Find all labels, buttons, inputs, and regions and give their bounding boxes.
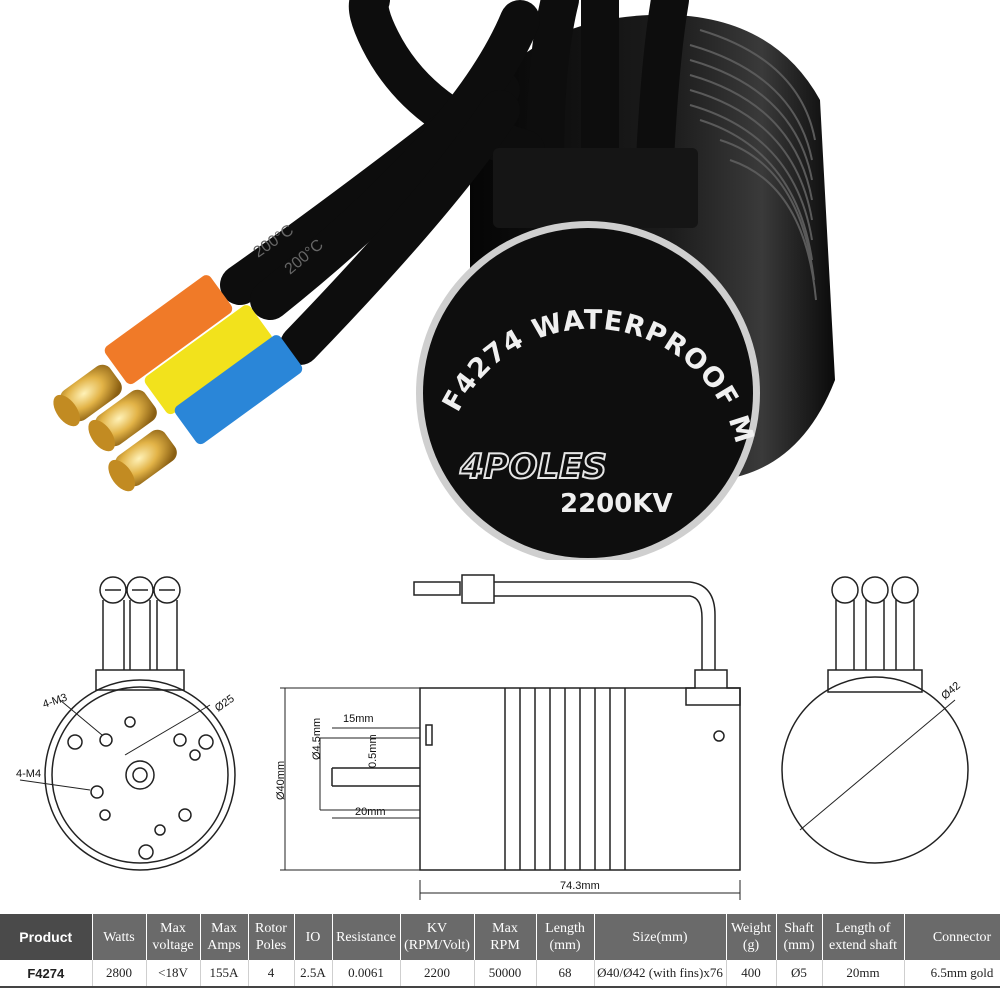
front-view bbox=[19, 576, 236, 871]
header-watts: Watts bbox=[92, 914, 147, 960]
value-product: F4274 bbox=[0, 960, 93, 988]
label-d40: Ø40mm bbox=[275, 761, 287, 800]
motor-photo: 200°C 200°C F4274 WATERPROOF MOTOR 4POLE… bbox=[0, 0, 835, 560]
value-kv: 2200 bbox=[400, 960, 475, 988]
value-extend-shaft: 20mm bbox=[822, 960, 905, 988]
header-max-voltage: Max voltage bbox=[146, 914, 201, 960]
label-15mm: 15mm bbox=[343, 713, 374, 725]
kv-label: 2200KV bbox=[560, 489, 673, 519]
header-io: IO bbox=[294, 914, 333, 960]
header-resistance: Resistance bbox=[332, 914, 401, 960]
value-resistance: 0.0061 bbox=[332, 960, 401, 988]
value-rotor-poles: 4 bbox=[248, 960, 295, 988]
label-d25: Ø25 bbox=[213, 693, 237, 715]
header-max-rpm: Max RPM bbox=[474, 914, 537, 960]
spec-header-row: Product Watts Max voltage Max Amps Rotor… bbox=[0, 914, 1000, 960]
header-size: Size(mm) bbox=[594, 914, 727, 960]
value-weight: 400 bbox=[726, 960, 777, 988]
header-shaft: Shaft (mm) bbox=[776, 914, 823, 960]
value-connector: 6.5mm gold bbox=[904, 960, 1000, 988]
header-length: Length (mm) bbox=[536, 914, 595, 960]
header-max-amps: Max Amps bbox=[200, 914, 249, 960]
poles-logo: 4POLES bbox=[459, 447, 607, 487]
label-05mm: 0.5mm bbox=[367, 734, 379, 768]
value-watts: 2800 bbox=[92, 960, 147, 988]
yellow-sleeve bbox=[144, 305, 273, 415]
header-kv: KV (RPM/Volt) bbox=[400, 914, 475, 960]
value-size: Ø40/Ø42 (with fins)x76 bbox=[594, 960, 727, 988]
value-max-amps: 155A bbox=[200, 960, 249, 988]
header-rotor-poles: Rotor Poles bbox=[248, 914, 295, 960]
label-d42: Ø42 bbox=[939, 680, 963, 703]
label-743mm: 74.3mm bbox=[560, 880, 600, 892]
value-shaft: Ø5 bbox=[776, 960, 823, 988]
value-max-rpm: 50000 bbox=[474, 960, 537, 988]
dimension-drawing: 4-M3 4-M4 Ø25 Ø40mm Ø4.5mm 15mm 0.5mm 20… bbox=[16, 574, 969, 900]
header-weight: Weight (g) bbox=[726, 914, 777, 960]
value-max-voltage: <18V bbox=[146, 960, 201, 988]
label-20mm: 20mm bbox=[355, 806, 386, 818]
side-view bbox=[280, 574, 741, 900]
header-product: Product bbox=[0, 914, 93, 960]
label-4-m4: 4-M4 bbox=[16, 768, 41, 780]
gold-connectors bbox=[53, 364, 177, 492]
orange-sleeve bbox=[104, 275, 233, 385]
label-4-m3: 4-M3 bbox=[41, 692, 69, 711]
spec-value-row: F4274 2800 <18V 155A 4 2.5A 0.0061 2200 … bbox=[0, 960, 1000, 988]
wire-block bbox=[493, 148, 698, 228]
blue-sleeve bbox=[174, 335, 303, 445]
rear-view bbox=[781, 576, 969, 864]
spec-table: Product Watts Max voltage Max Amps Rotor… bbox=[0, 914, 1000, 988]
value-io: 2.5A bbox=[294, 960, 333, 988]
header-extend-shaft: Length of extend shaft bbox=[822, 914, 905, 960]
value-length: 68 bbox=[536, 960, 595, 988]
label-d45: Ø4.5mm bbox=[311, 718, 323, 760]
motor-wires bbox=[220, 0, 689, 365]
header-connector: Connector bbox=[904, 914, 1000, 960]
